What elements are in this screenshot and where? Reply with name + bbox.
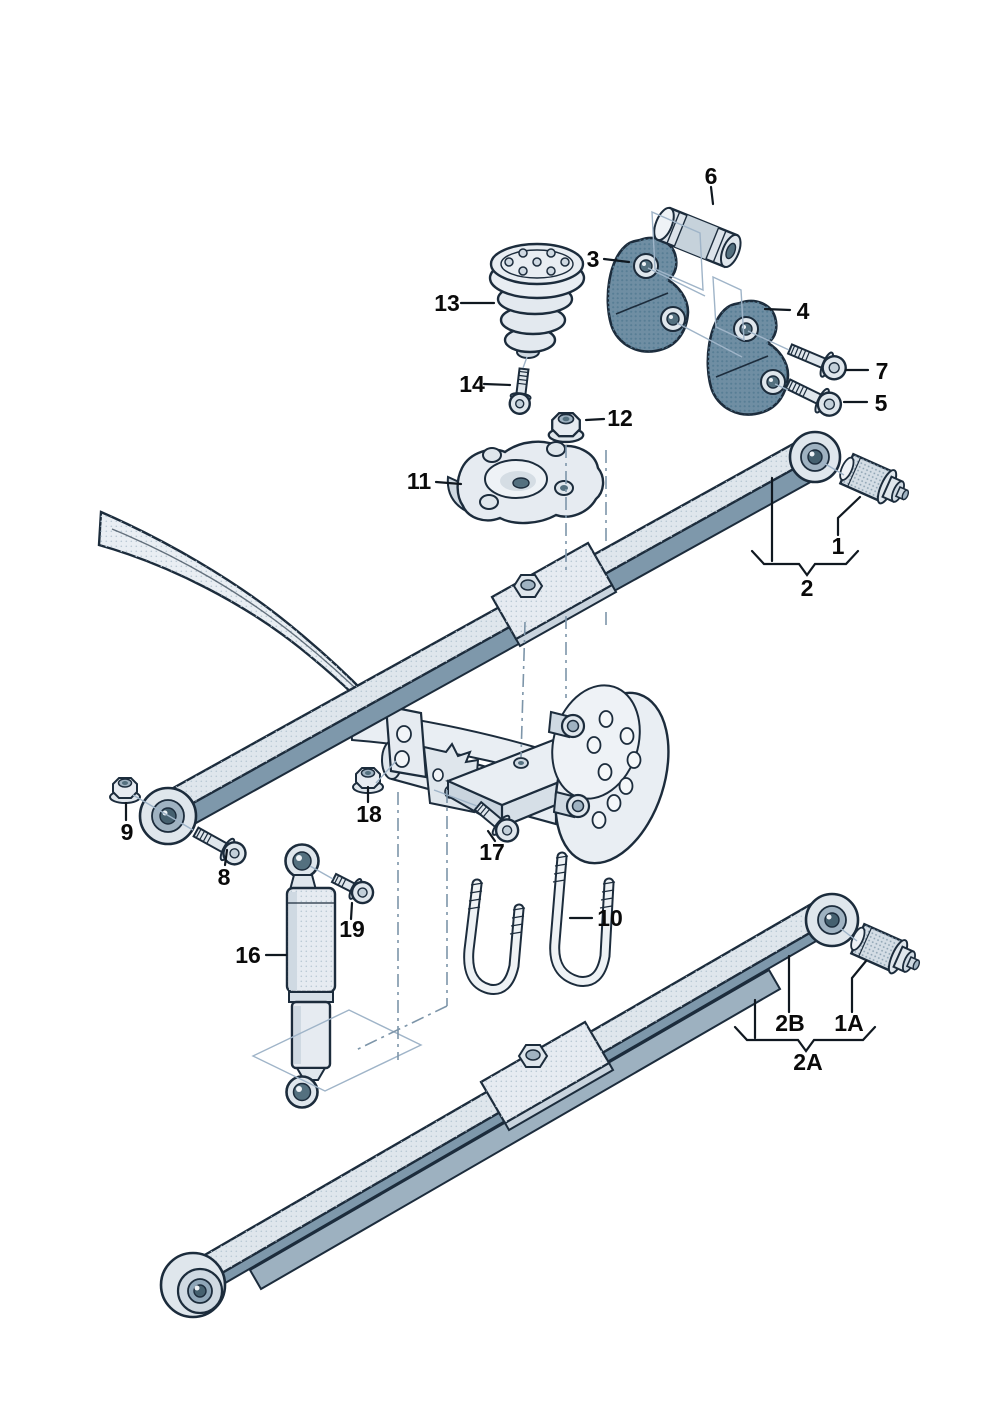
center-bolt-nut-upper: [512, 574, 544, 598]
bump-stop: [488, 242, 586, 359]
shackle-bolt-lower: [784, 378, 843, 417]
shock-absorber: [284, 843, 337, 1109]
shackle-plate-inner: [606, 236, 690, 353]
spring-eye-front-lower: [159, 1251, 227, 1319]
callout-13[interactable]: 13: [434, 290, 460, 316]
flange-holes: [586, 710, 642, 829]
callout-16[interactable]: 16: [235, 942, 261, 968]
callout-19[interactable]: 19: [339, 916, 365, 942]
callout-6[interactable]: 6: [705, 163, 718, 189]
callout-1[interactable]: 1: [832, 533, 845, 559]
assembly-axis-lines: [132, 210, 858, 1092]
bump-stop-bolt: [508, 367, 532, 415]
callout-12[interactable]: 12: [607, 405, 633, 431]
callout-leader-lines: [124, 185, 877, 1053]
brace-assembly-2: [750, 549, 860, 577]
callout-17[interactable]: 17: [479, 839, 505, 865]
callout-9[interactable]: 9: [121, 819, 134, 845]
u-bolts: [463, 851, 616, 995]
shackle-plate-outer: [706, 299, 790, 416]
spring-mounting-plate: [446, 440, 605, 525]
callout-2B[interactable]: 2B: [775, 1010, 804, 1036]
spring-eye-bushing-1A: [844, 919, 928, 984]
callout-2A[interactable]: 2A: [793, 1049, 822, 1075]
callout-4[interactable]: 4: [797, 298, 810, 324]
callout-10[interactable]: 10: [597, 905, 623, 931]
callout-14[interactable]: 14: [459, 371, 485, 397]
front-eye-bolt: [192, 826, 247, 866]
rear-axle-assembly: [348, 684, 670, 865]
axle-bracket-plate: [384, 704, 428, 779]
leaf-spring-upper: [138, 430, 842, 846]
center-reference-lines: [355, 445, 607, 1060]
spring-eye-rear-lower: [804, 892, 860, 948]
shackle-bolt-upper: [786, 343, 847, 381]
leaf-spring-lower: [159, 892, 860, 1319]
callout-labels: 6 3 4 7 5 13 14 12 11 1 2 9 8 18 17 10 1…: [121, 163, 889, 1075]
callout-2[interactable]: 2: [801, 575, 814, 601]
center-bolt-nut-lower: [517, 1044, 549, 1068]
callout-3[interactable]: 3: [587, 246, 600, 272]
callout-1A[interactable]: 1A: [834, 1010, 863, 1036]
spring-eye-bushing-1: [833, 449, 917, 514]
callout-11[interactable]: 11: [407, 468, 432, 494]
spring-eye-rear-upper: [788, 430, 842, 484]
callout-18[interactable]: 18: [356, 801, 382, 827]
flange-nut: [547, 412, 585, 444]
callout-8[interactable]: 8: [218, 864, 231, 890]
front-eye-nut: [109, 777, 141, 804]
shock-upper-bolt: [330, 872, 375, 905]
axle-bracket-bolt: [473, 800, 520, 843]
brace-assembly-2A: [733, 1025, 877, 1053]
u-bolt-threads: [467, 855, 616, 935]
callout-5[interactable]: 5: [875, 390, 888, 416]
callout-7[interactable]: 7: [876, 358, 889, 384]
